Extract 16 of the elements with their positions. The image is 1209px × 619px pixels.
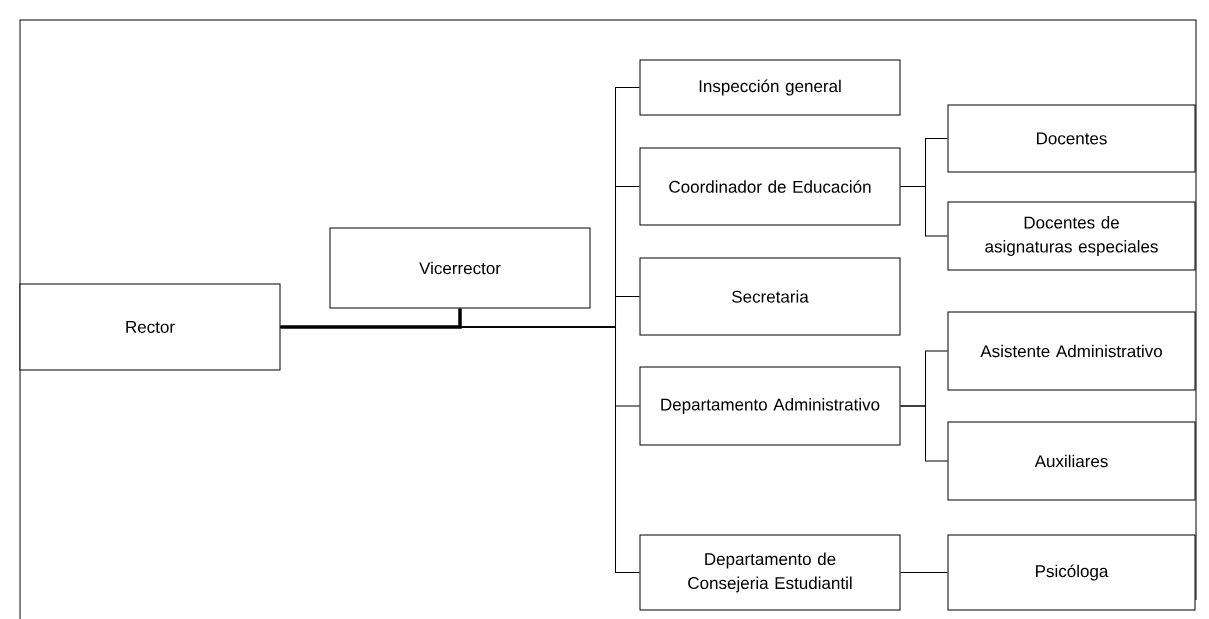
connector-line <box>280 308 462 329</box>
org-box: Coordinador de Educación <box>639 147 901 226</box>
org-box: Departamento Administrativo <box>639 366 901 446</box>
org-box: Asistente Administrativo <box>947 311 1196 391</box>
connector-line <box>900 572 948 573</box>
connector-line <box>900 405 948 462</box>
org-box: Docentes de asignaturas especiales <box>947 201 1196 271</box>
connector-line <box>900 186 948 237</box>
org-box: Vicerrector <box>329 227 591 309</box>
org-box: Departamento de Consejeria Estudiantil <box>639 534 901 611</box>
org-box: Docentes <box>947 104 1196 173</box>
org-box: Psicóloga <box>947 534 1196 611</box>
org-box: Secretaria <box>639 257 901 336</box>
org-box: Auxiliares <box>947 421 1196 501</box>
org-box: Inspección general <box>639 59 901 116</box>
org-box: Rector <box>19 283 281 371</box>
